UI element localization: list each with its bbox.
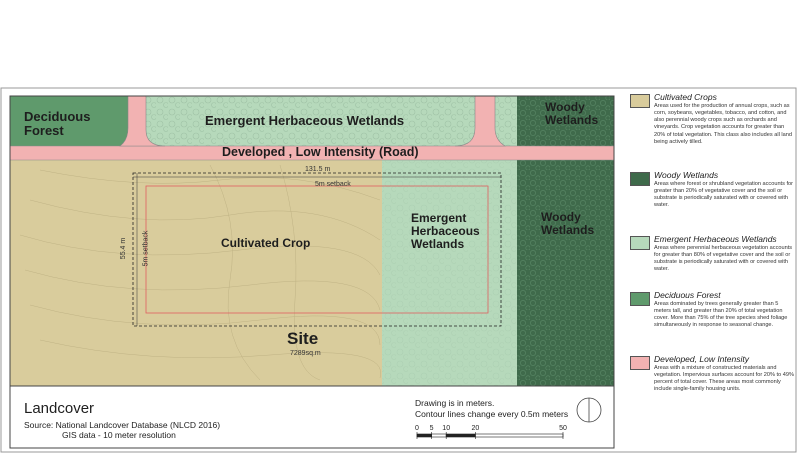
legend-title: Developed, Low Intensity [654,354,749,364]
legend-description: Areas dominated by trees generally great… [654,301,788,329]
scale-bar: 0 5 10 20 50 [415,422,575,444]
label-woody-top: Woody Wetlands [545,100,599,128]
scale-segment [475,433,564,438]
scale-tick-label: 10 [442,425,450,432]
sheet-border [0,87,797,453]
note-units: Drawing is in meters. [415,398,495,408]
cultivated-area [10,160,382,386]
source-line-2: GIS data - 10 meter resolution [62,430,176,441]
legend-title: Woody Wetlands [654,170,719,180]
scale-segment [431,433,447,438]
legend-swatch [630,292,650,306]
legend-swatch [630,236,650,250]
title-block: Landcover Source: National Landcover Dat… [10,386,614,448]
contour-lines [19,164,382,381]
legend-title: Deciduous Forest [654,290,721,300]
label-emergent-site: Emergent Herbaceous Wetlands [411,211,480,252]
scale-tick-label: 5 [430,425,434,432]
legend-title: Cultivated Crops [654,92,717,102]
legend-title: Emergent Herbaceous Wetlands [654,234,777,244]
emergent-top-texture [135,96,517,146]
road-branch-left [119,96,166,147]
label-setback-side: 5m setback [142,230,150,267]
setback-line [145,185,489,314]
scale-bar-graphic: 0 5 10 20 50 [415,425,567,439]
scale-tick-label: 20 [472,425,480,432]
title-block-frame [9,385,615,449]
legend-swatch [630,172,650,186]
scale-tick-label: 50 [559,425,567,432]
legend-description: Areas where perennial herbaceous vegetat… [654,245,793,273]
scale-segment [445,433,476,438]
map-title: Landcover [24,400,95,417]
woody-right-texture [517,96,614,386]
label-site-area: 7289sq.m [290,350,321,357]
emergent-site-texture [382,160,517,386]
legend-swatch [630,356,650,370]
label-road: Developed , Low Intensity (Road) [222,145,419,159]
label-width-dimension: 131.5 m [305,166,331,173]
site-boundary [132,172,502,327]
scale-segment [416,433,432,438]
north-arrow-icon [576,397,602,423]
legend-description: Areas used for the production of annual … [654,103,792,145]
legend-description: Areas where forest or shrubland vegetati… [654,181,793,209]
legend-description: Areas with a mixture of constructed mate… [654,365,794,393]
road-branch-right [454,96,507,147]
source-line-1: Source: National Landcover Database (NLC… [24,420,221,430]
drawing-notes: Drawing is in meters. Contour lines chan… [415,398,568,419]
label-deciduous-forest: Deciduous Forest [24,109,91,139]
label-woody-right: Woody Wetlands [541,210,595,238]
label-emergent-top: Emergent Herbaceous Wetlands [205,113,405,128]
note-contours: Contour lines change every 0.5m meters [415,408,569,419]
scale-tick-label: 0 [415,425,419,432]
road-main [10,145,614,161]
label-site: Site [287,329,319,348]
label-height-dimension: 55.4 m [120,237,128,260]
label-cultivated-crop: Cultivated Crop [221,236,311,250]
label-setback-top: 5m setback [315,181,351,188]
legend-swatch [630,94,650,108]
source-text: Source: National Landcover Database (NLC… [24,420,220,440]
deciduous-area [10,96,135,152]
